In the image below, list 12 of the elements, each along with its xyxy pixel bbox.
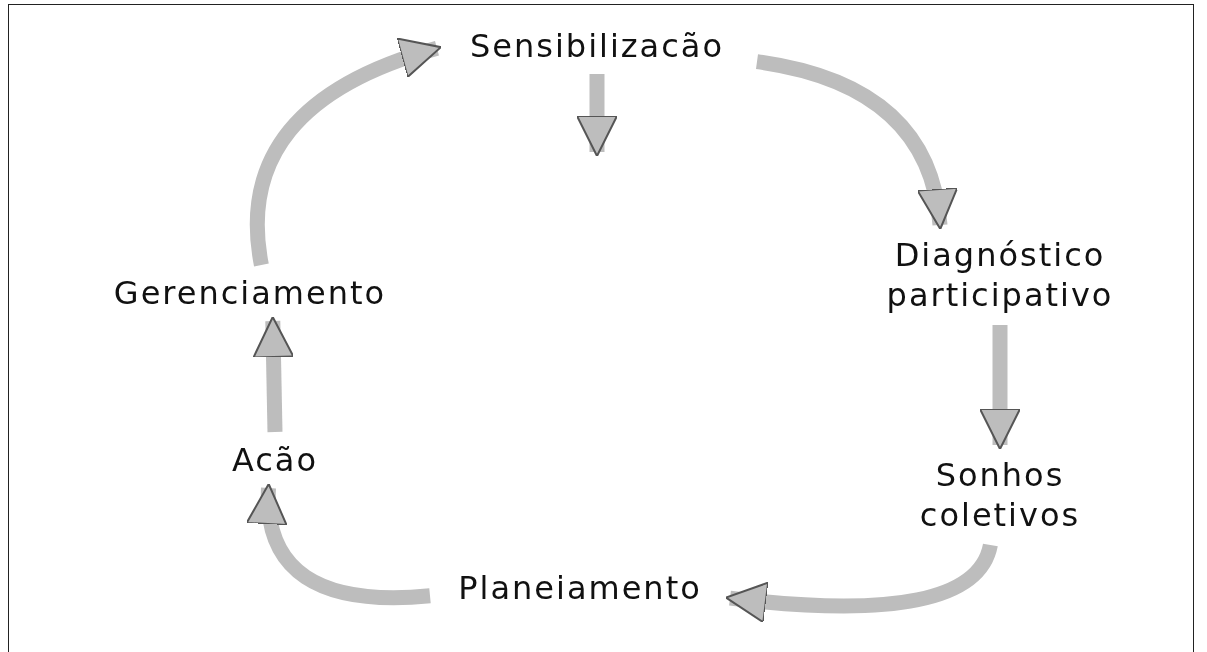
stage-label: Diagnóstico participativo: [850, 225, 1150, 325]
block-arrow: [576, 74, 618, 157]
block-arrow: [252, 316, 295, 433]
block-arrow: [247, 483, 431, 606]
stage-label: Planeiamento: [430, 560, 730, 616]
block-arrow: [755, 54, 957, 230]
stage-label: Gerenciamento: [60, 265, 440, 321]
block-arrow: [979, 325, 1021, 450]
block-arrow: [250, 38, 442, 267]
stage-label: Sonhos coletivos: [880, 445, 1120, 545]
stage-label: Acão: [210, 432, 340, 488]
stage-label: Sensibilizacão: [437, 18, 757, 74]
